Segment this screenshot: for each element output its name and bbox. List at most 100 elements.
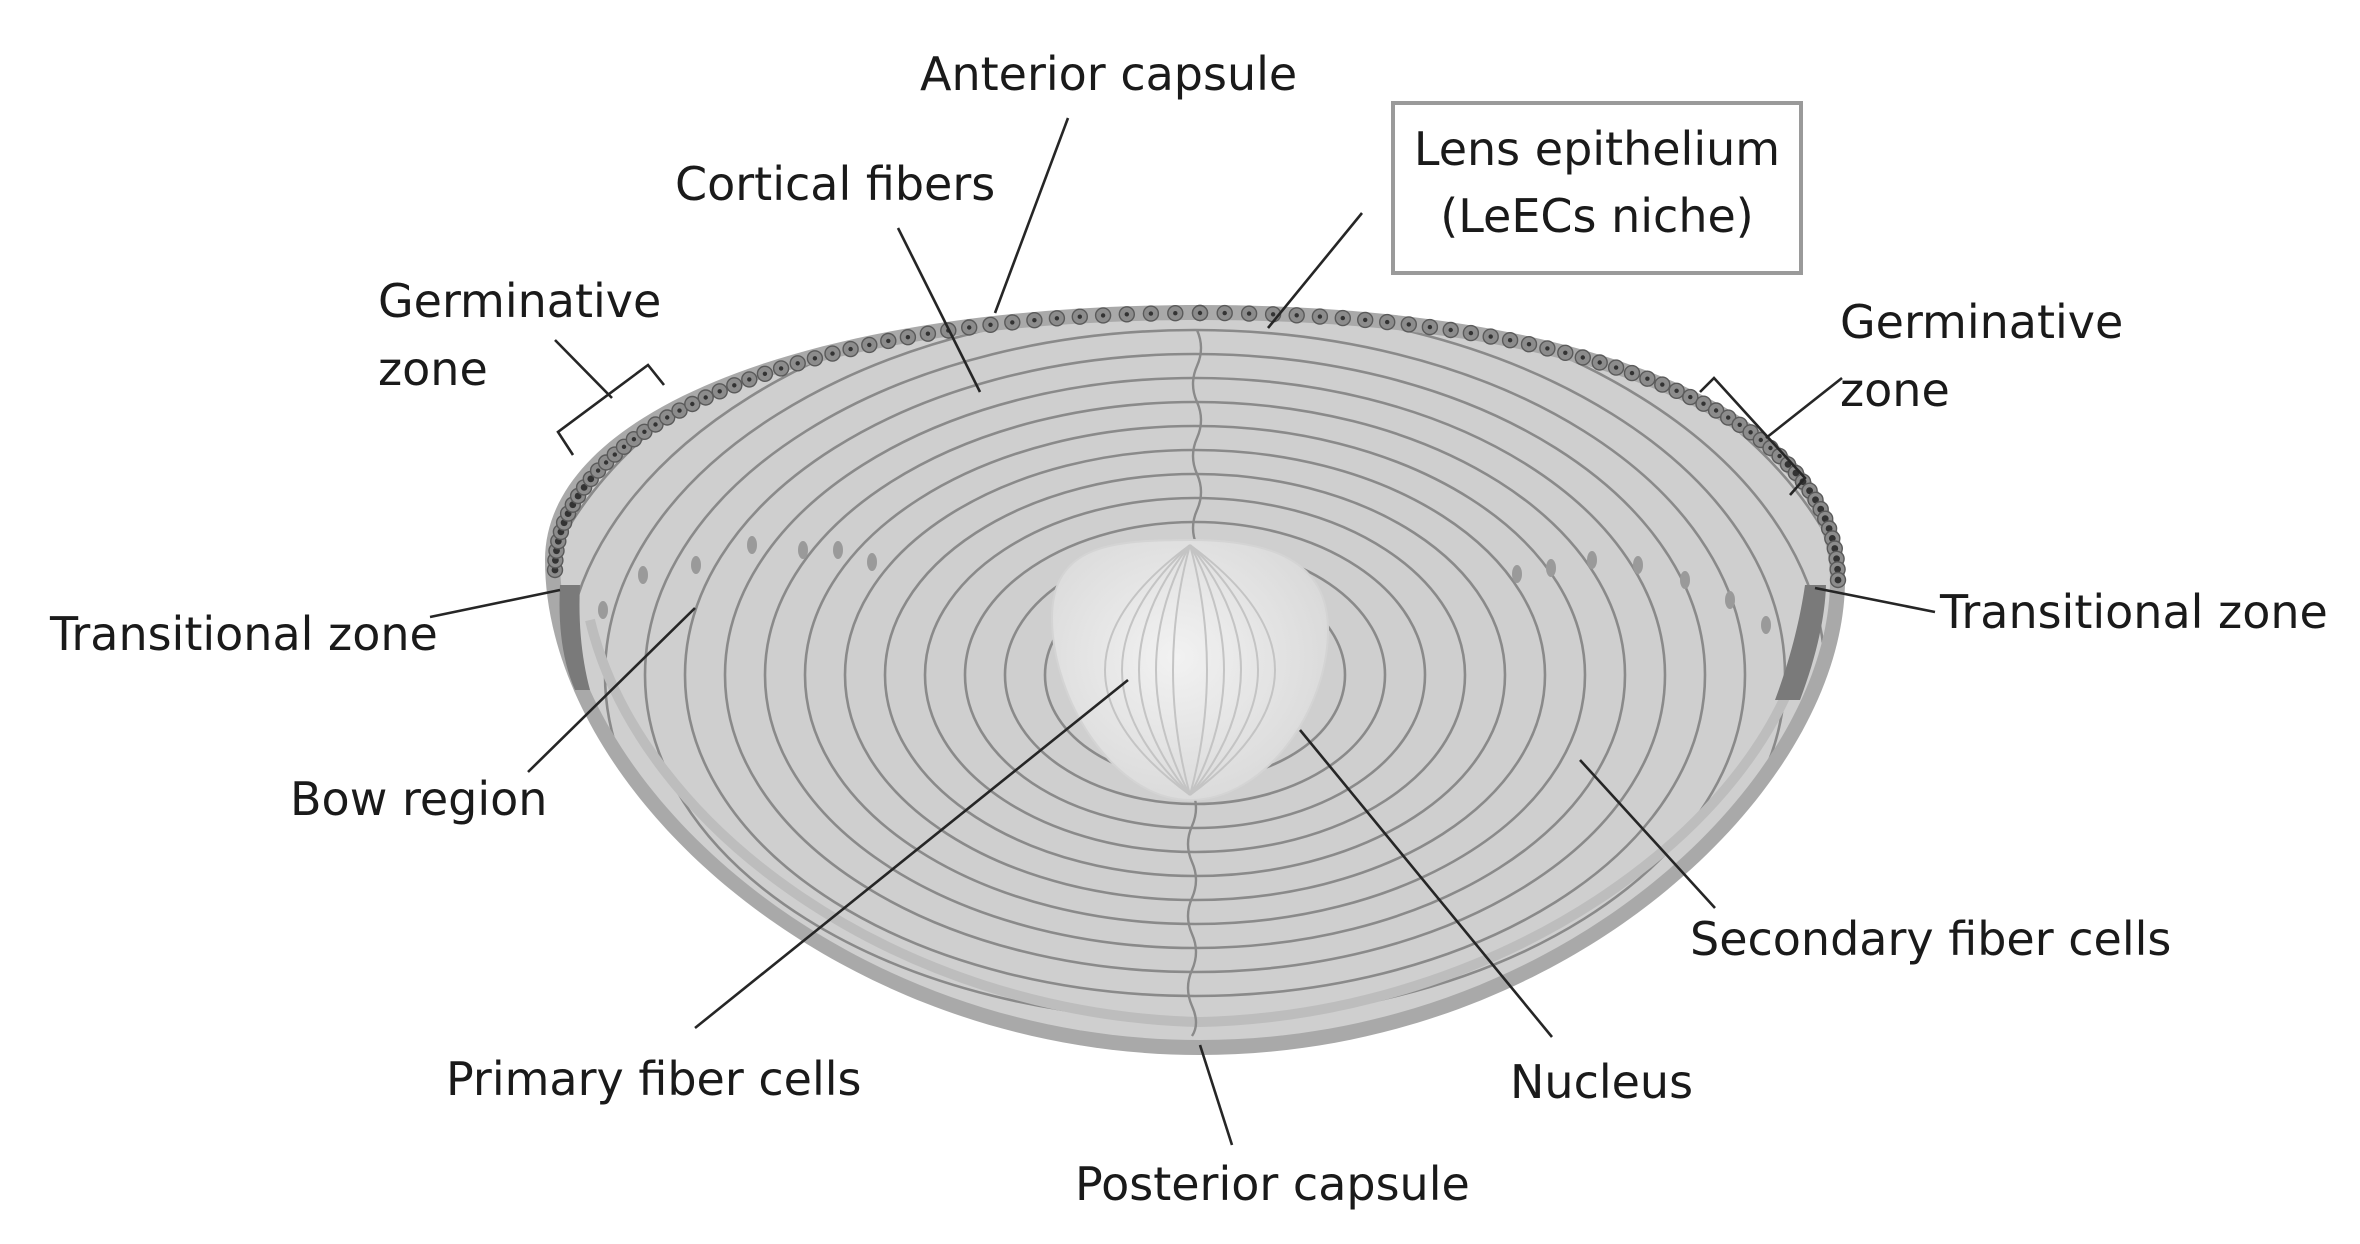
transitional-zone-right-label: Transitional zone: [1939, 585, 2328, 639]
epithelial-cell-nucleus: [690, 401, 695, 407]
epithelial-cell-nucleus: [1010, 320, 1015, 325]
epithelial-cell-nucleus: [1674, 388, 1679, 393]
epithelial-cell-nucleus: [1385, 319, 1390, 325]
epithelial-cell-nucleus: [612, 452, 617, 457]
germinative-zone-right-bracket: [1699, 376, 1807, 496]
epithelial-cell-nucleus: [1077, 314, 1083, 319]
epithelial-cell-nucleus: [587, 475, 595, 483]
leecs-niche-label: (LeECs niche): [1440, 189, 1753, 243]
fiber-ring: [843, 448, 1547, 902]
fiber-ring: [723, 376, 1667, 974]
epithelial-cell-nucleus: [1737, 422, 1742, 427]
epithelial-cell-nucleus: [1831, 545, 1839, 552]
epithelium-right-tail: [1775, 585, 1826, 700]
epithelial-cell-nucleus: [653, 422, 658, 427]
epithelial-cell-nucleus: [1597, 360, 1602, 365]
epithelial-cell-nucleus: [642, 429, 647, 434]
epithelial-cell-nucleus: [1032, 318, 1037, 323]
epithelial-cell-nucleus: [1726, 415, 1731, 420]
transitional-zone-left-label: Transitional zone: [49, 607, 438, 661]
epithelial-cell-nucleus: [1100, 313, 1106, 318]
epithelial-cell-nucleus: [1488, 334, 1493, 339]
epithelial-cell-nucleus: [762, 371, 768, 376]
epithelial-cell-nucleus: [1812, 496, 1819, 504]
epithelial-cell-nucleus: [603, 460, 609, 465]
epithelial-cell-nucleus: [925, 331, 931, 336]
epithelial-cell-nucleus: [848, 346, 853, 352]
epithelial-cell-nucleus: [1222, 310, 1227, 316]
epithelial-cell-nucleus: [631, 437, 637, 442]
epithelial-cell-nucleus: [905, 335, 911, 340]
epithelium-left-tail: [559, 585, 590, 690]
posterior-capsule-label: Posterior capsule: [1075, 1157, 1470, 1211]
leader-lines: [429, 117, 1936, 1146]
epithelial-cell-nucleus: [1828, 535, 1836, 542]
germinative-zone-left-label: Germinative: [378, 274, 661, 328]
nucleus-fiber-line: [1172, 544, 1191, 796]
epithelial-cell-nucleus: [1825, 525, 1833, 532]
nucleus-fiber-line: [1189, 544, 1208, 796]
epithelial-cell-nucleus: [1526, 342, 1532, 347]
epithelial-cell-nucleus: [812, 356, 818, 361]
epithelial-cell-nucleus: [1317, 314, 1323, 319]
epithelial-cell-nucleus: [1758, 437, 1764, 443]
epithelial-cell-nucleus: [717, 389, 722, 394]
epithelial-cell-nucleus: [1806, 487, 1813, 495]
epithelial-cell-nucleus: [580, 484, 588, 491]
epithelial-cell-nucleus: [1834, 565, 1841, 573]
epithelial-cell-nucleus: [1777, 453, 1782, 459]
nucleus-fiber-line: [1189, 544, 1259, 796]
epithelial-cell-nucleus: [830, 351, 835, 356]
nucleus-fiber-line: [1189, 544, 1276, 796]
nucleus-fiber-line: [1121, 544, 1191, 796]
epithelial-cell-nucleus: [1748, 430, 1753, 435]
secondary-fiber-cells-label: Secondary fiber cells: [1690, 912, 2171, 966]
epithelial-cell-nucleus: [677, 408, 682, 413]
lens-epithelium-label: Lens epithelium: [1414, 122, 1780, 176]
epithelial-cell-nucleus: [867, 342, 872, 348]
germinative-zone-left-label-2: zone: [378, 342, 488, 396]
epithelial-cell-nucleus: [1448, 327, 1453, 333]
epithelial-cell-nucleus: [1613, 365, 1619, 370]
epithelial-cell-nucleus: [886, 338, 891, 344]
epithelial-cell-nucleus: [1427, 324, 1433, 330]
epithelial-cell-nucleus: [1545, 346, 1550, 351]
epithelial-cell-nucleus: [988, 322, 993, 327]
posterior-band: [585, 618, 1810, 1028]
fiber-ring: [803, 424, 1587, 926]
epithelial-cell-nucleus: [1817, 505, 1825, 513]
epithelial-cell-nucleus: [621, 444, 627, 449]
lens-nucleus: [1050, 538, 1330, 802]
epithelial-cell-nucleus: [1246, 311, 1252, 316]
cortical-fibers-label: Cortical fibers: [675, 157, 995, 211]
epithelial-cell-nucleus: [1406, 322, 1412, 327]
epithelial-cell-nucleus: [1629, 370, 1635, 376]
epithelial-cell-nucleus: [1834, 576, 1842, 584]
epithelial-cell-nucleus: [1294, 313, 1299, 318]
epithelial-cell-nucleus: [1124, 312, 1130, 317]
germinative-zone-right-label: Germinative: [1840, 295, 2123, 349]
nucleus-label: Nucleus: [1510, 1055, 1693, 1109]
epithelial-cell-nucleus: [1054, 316, 1060, 321]
nucleus-fiber-line: [1104, 544, 1191, 796]
epithelial-cell-nucleus: [1580, 355, 1586, 360]
fiber-ring: [923, 496, 1467, 854]
epithelial-cell-nucleus: [747, 377, 752, 382]
epithelial-cell-nucleus: [703, 395, 708, 400]
epithelial-cell-nucleus: [1688, 394, 1693, 400]
epithelial-cell-nucleus: [665, 415, 670, 420]
epithelial-cell-nucleus: [1197, 310, 1203, 316]
epithelial-cell-nucleus: [1701, 401, 1706, 406]
epithelial-cell-nucleus: [1363, 317, 1368, 323]
epithelial-cell-nucleus: [1833, 555, 1840, 563]
epithelial-cell-nucleus: [1148, 311, 1154, 316]
nucleus-fiber-line: [1155, 544, 1191, 796]
fiber-ring: [683, 352, 1707, 998]
epithelial-cell-nucleus: [1340, 315, 1346, 321]
epithelial-cell-nucleus: [795, 361, 800, 366]
lens-epithelium-label-box: [1391, 101, 1803, 275]
epithelial-cell-nucleus: [1645, 376, 1650, 381]
epithelial-cell-nucleus: [1713, 408, 1719, 413]
anterior-capsule-label: Anterior capsule: [920, 47, 1297, 101]
